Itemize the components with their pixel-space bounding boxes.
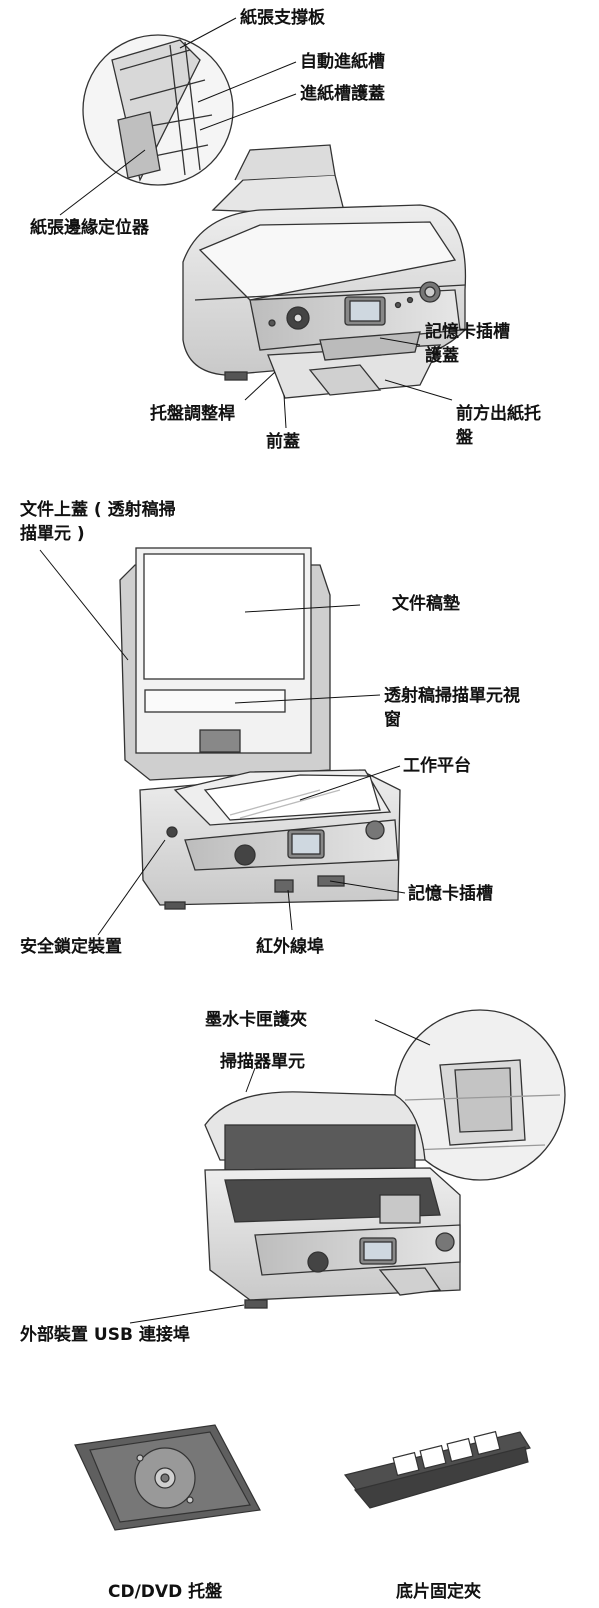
label-sheet-feeder: 自動進紙槽 xyxy=(300,52,385,72)
label-usb-port: 外部裝置 USB 連接埠 xyxy=(20,1325,190,1345)
label-document-cover-line2: 描單元 ) xyxy=(20,524,85,544)
label-memory-card-cover-line2: 護蓋 xyxy=(425,346,459,366)
printer2-body xyxy=(139,769,401,910)
label-paper-support: 紙張支撐板 xyxy=(240,8,325,28)
printer1-body xyxy=(182,144,467,399)
label-cartridge-clamp: 墨水卡匣護夾 xyxy=(205,1010,307,1030)
label-front-tray-line2: 盤 xyxy=(456,428,473,448)
figure1-printer xyxy=(59,17,467,429)
label-memory-card-cover-line1: 記憶卡插槽 xyxy=(425,322,510,342)
label-feeder-guard: 進紙槽護蓋 xyxy=(300,84,385,104)
film-holder-illustration xyxy=(343,1430,531,1509)
figure1-leader-lines xyxy=(59,17,453,429)
feeder-zoom-circle xyxy=(82,34,234,186)
label-tpu-window-line1: 透射稿掃描單元視 xyxy=(384,686,520,706)
figure3-printer xyxy=(129,1009,566,1324)
label-ir-port: 紅外線埠 xyxy=(256,937,324,957)
figure3-leader-lines xyxy=(129,1019,431,1324)
label-cd-dvd-tray: CD/DVD 托盤 xyxy=(108,1582,223,1602)
label-document-table: 工作平台 xyxy=(403,756,471,776)
label-tray-lever: 托盤調整桿 xyxy=(150,404,235,424)
label-edge-guide: 紙張邊緣定位器 xyxy=(30,218,149,238)
label-document-mat: 文件稿墊 xyxy=(392,594,460,614)
figure2-leader-lines xyxy=(39,549,406,936)
cartridge-zoom-circle xyxy=(394,1009,566,1181)
label-tpu-window-line2: 窗 xyxy=(384,710,401,730)
figure2-printer xyxy=(39,547,406,936)
cd-dvd-tray-illustration xyxy=(74,1424,261,1531)
label-document-cover-line1: 文件上蓋 ( 透射稿掃 xyxy=(20,500,176,520)
label-scanner-unit: 掃描器單元 xyxy=(220,1052,305,1072)
label-film-holder: 底片固定夾 xyxy=(396,1582,481,1602)
label-front-tray-line1: 前方出紙托 xyxy=(456,404,541,424)
printer3-body xyxy=(204,1091,461,1309)
label-safety-lock: 安全鎖定裝置 xyxy=(20,937,122,957)
label-front-cover: 前蓋 xyxy=(266,432,300,452)
printer2-lid xyxy=(119,547,331,781)
label-memory-card-slot: 記憶卡插槽 xyxy=(408,884,493,904)
